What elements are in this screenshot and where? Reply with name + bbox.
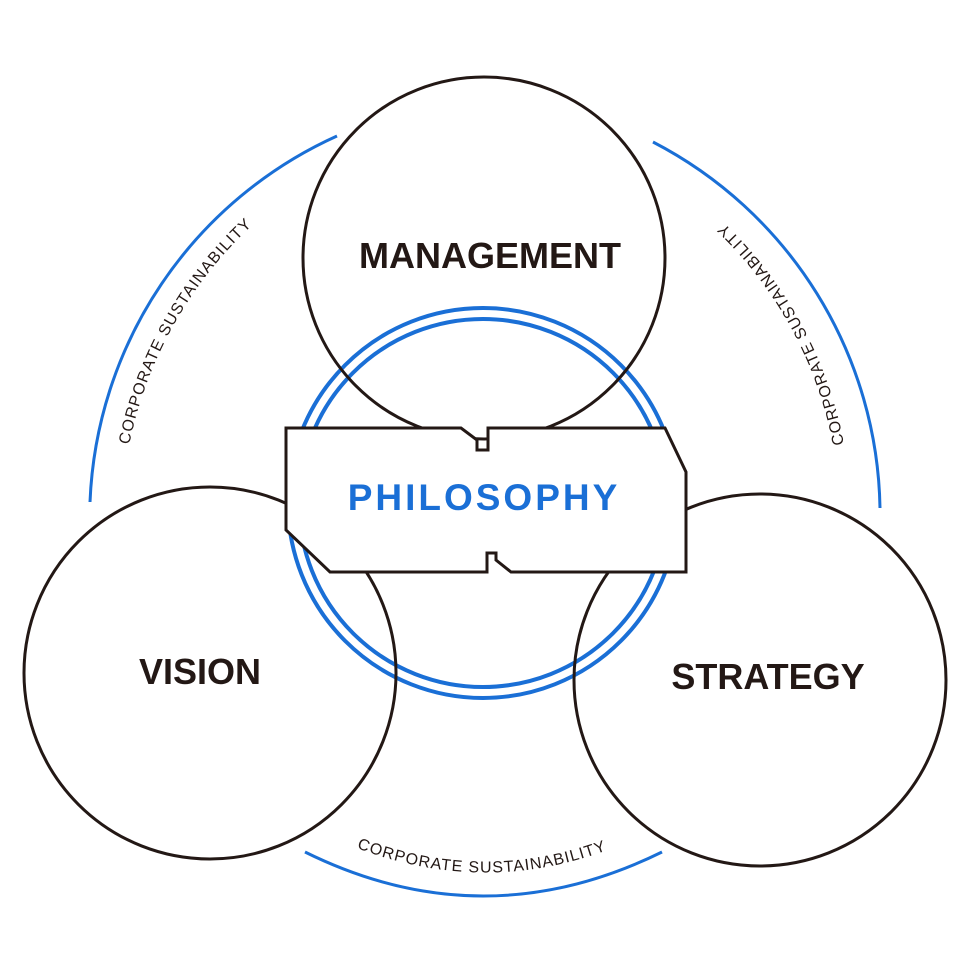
- outer-arc-left: [88, 134, 338, 503]
- management-label: MANAGEMENT: [359, 235, 621, 276]
- arc-label-right: CORPORATE SUSTAINABILITY: [714, 219, 848, 446]
- philosophy-label: PHILOSOPHY: [348, 477, 621, 518]
- strategy-circle: [572, 492, 948, 868]
- vision-circle: [22, 485, 398, 861]
- management-circle: [301, 75, 667, 441]
- outer-arc-right: [652, 140, 882, 509]
- strategy-label: STRATEGY: [671, 656, 864, 697]
- vision-label: VISION: [139, 651, 261, 692]
- arc-label-bottom: CORPORATE SUSTAINABILITY: [355, 836, 608, 877]
- philosophy-badge: [284, 426, 688, 574]
- outer-arc-bottom: [304, 850, 663, 898]
